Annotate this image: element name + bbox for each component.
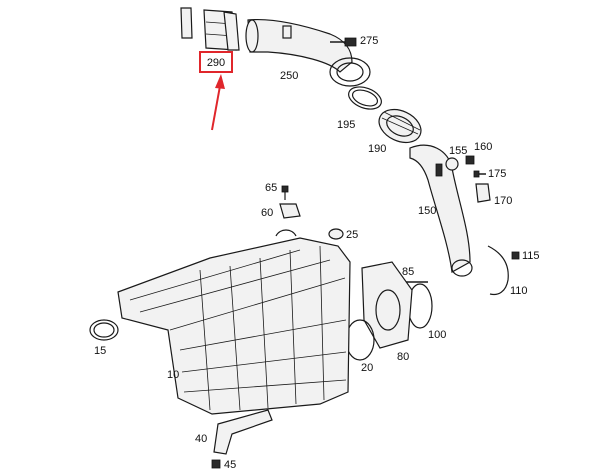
part-10-intake-manifold[interactable]: [117, 229, 351, 415]
part-80-throttle-body[interactable]: [361, 261, 413, 349]
part-110-bracket[interactable]: [487, 245, 509, 296]
part-195-clamp[interactable]: [346, 83, 385, 113]
callout-40[interactable]: 40: [195, 433, 207, 445]
callout-190[interactable]: 190: [368, 143, 386, 155]
part-45-bolt[interactable]: [211, 459, 221, 469]
part-115-bolt[interactable]: [511, 251, 520, 260]
callout-175[interactable]: 175: [488, 168, 506, 180]
callout-25[interactable]: 25: [346, 229, 358, 241]
callout-20[interactable]: 20: [361, 362, 373, 374]
callout-170[interactable]: 170: [494, 195, 512, 207]
part-40-support-bracket[interactable]: [213, 409, 273, 455]
part-20-gasket[interactable]: [345, 319, 375, 361]
part-160-bolt[interactable]: [465, 155, 475, 165]
callout-250[interactable]: 250: [280, 70, 298, 82]
callout-80[interactable]: 80: [397, 351, 409, 363]
part-290-sleeves[interactable]: [180, 7, 240, 51]
callout-45[interactable]: 45: [224, 459, 236, 471]
part-15-o-ring[interactable]: [89, 319, 119, 341]
part-290-highlight-box: [199, 51, 233, 73]
callout-60[interactable]: 60: [261, 207, 273, 219]
part-65-screw[interactable]: [281, 185, 289, 200]
callout-100[interactable]: 100: [428, 329, 446, 341]
callout-10[interactable]: 10: [167, 369, 179, 381]
part-25-cap[interactable]: [328, 228, 344, 240]
part-155-plug[interactable]: [445, 157, 459, 171]
callout-155[interactable]: 155: [449, 145, 467, 157]
callout-15[interactable]: 15: [94, 345, 106, 357]
part-60-sensor[interactable]: [279, 203, 301, 219]
callout-195[interactable]: 195: [337, 119, 355, 131]
part-250-charge-pipe[interactable]: [245, 19, 371, 87]
callout-65[interactable]: 65: [265, 182, 277, 194]
part-175-screw[interactable]: [473, 170, 486, 178]
callout-85[interactable]: 85: [402, 266, 414, 278]
callout-110[interactable]: 110: [510, 285, 528, 297]
part-190-coupling[interactable]: [374, 103, 427, 149]
callout-160[interactable]: 160: [474, 141, 492, 153]
highlight-arrow: [211, 74, 225, 131]
callout-150[interactable]: 150: [418, 205, 436, 217]
part-170-sensor[interactable]: [475, 183, 491, 203]
callout-290[interactable]: 290: [207, 57, 225, 69]
part-275-bolt[interactable]: [330, 37, 357, 47]
callout-115[interactable]: 115: [522, 250, 540, 262]
callout-275[interactable]: 275: [360, 35, 378, 47]
